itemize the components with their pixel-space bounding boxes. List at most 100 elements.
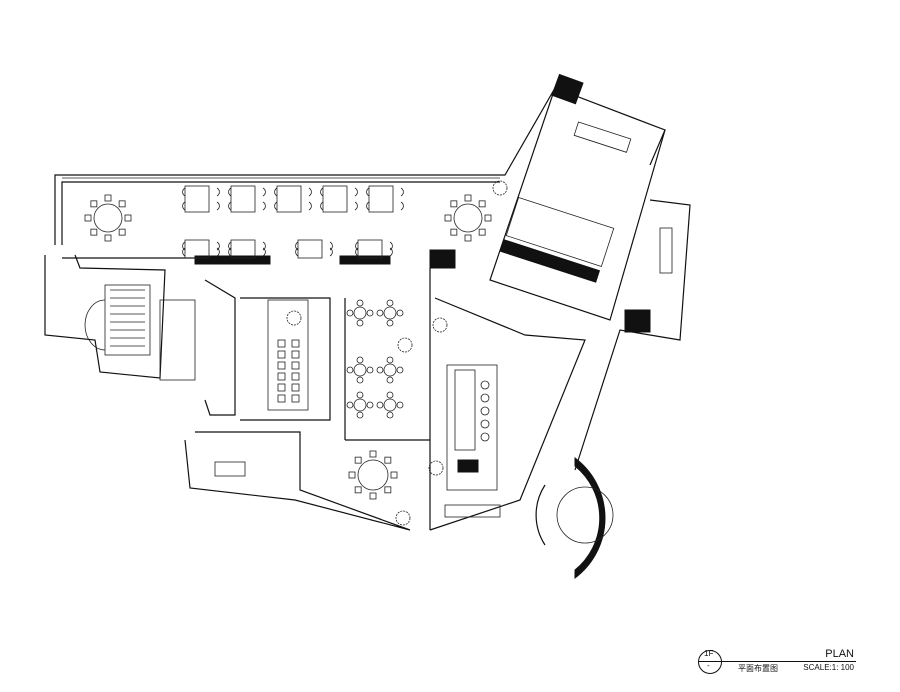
chair [386, 411, 394, 419]
round-table [93, 203, 123, 233]
chair [346, 366, 354, 374]
floor-tag: 1F [704, 649, 714, 658]
chair [400, 201, 404, 211]
chair [366, 366, 374, 374]
chair [277, 339, 286, 348]
round-table [357, 459, 389, 491]
dining-table [297, 239, 323, 259]
chair [291, 394, 300, 403]
chair [228, 201, 232, 211]
dining-table [184, 239, 210, 259]
plant [395, 510, 411, 526]
chair [346, 309, 354, 317]
chair [277, 394, 286, 403]
chair [400, 187, 404, 197]
chair [274, 201, 278, 211]
chair [390, 471, 398, 479]
chair [450, 200, 458, 208]
chair [228, 247, 232, 257]
chair [389, 247, 393, 257]
chair [228, 187, 232, 197]
chair [291, 361, 300, 370]
cafe-table [383, 306, 397, 320]
chair [118, 200, 126, 208]
title-block: 1F - PLAN 平面布置图 SCALE:1: 100 [698, 648, 858, 676]
chair [277, 372, 286, 381]
chair [369, 492, 377, 500]
floor-tag-circle [698, 650, 722, 674]
chair [291, 339, 300, 348]
chair [291, 372, 300, 381]
dining-table [184, 185, 210, 213]
floor-tag-line [698, 661, 720, 662]
chair [291, 350, 300, 359]
chair [182, 241, 186, 251]
chair [320, 201, 324, 211]
cafe-table [353, 363, 367, 377]
chair [277, 361, 286, 370]
chair [124, 214, 132, 222]
chair [216, 247, 220, 257]
chair [262, 247, 266, 257]
floor-sub: - [707, 661, 710, 670]
chair [291, 383, 300, 392]
chair [118, 228, 126, 236]
chair [376, 309, 384, 317]
plant [428, 460, 444, 476]
chair [90, 228, 98, 236]
chair [376, 401, 384, 409]
chair [348, 471, 356, 479]
plant [397, 337, 413, 353]
chair [384, 486, 392, 494]
chair [104, 234, 112, 242]
chair [386, 299, 394, 307]
chair [450, 228, 458, 236]
chair [320, 187, 324, 197]
chair [104, 194, 112, 202]
title-underline [720, 661, 856, 662]
plant [286, 310, 302, 326]
drawing-scale: SCALE:1: 100 [803, 663, 854, 672]
dining-table [230, 185, 256, 213]
chair [182, 201, 186, 211]
round-table [453, 203, 483, 233]
chair [262, 187, 266, 197]
chair [478, 228, 486, 236]
chair [216, 241, 220, 251]
chair [386, 376, 394, 384]
chair [90, 200, 98, 208]
chair [366, 187, 370, 197]
chair [366, 309, 374, 317]
chair [277, 383, 286, 392]
furniture [84, 180, 508, 526]
chair [384, 456, 392, 464]
plant [432, 317, 448, 333]
chair [356, 356, 364, 364]
chair [262, 241, 266, 251]
chair [354, 486, 362, 494]
chair [354, 456, 362, 464]
chair [369, 450, 377, 458]
chair [356, 391, 364, 399]
chair [355, 247, 359, 257]
chair [329, 247, 333, 257]
chair [228, 241, 232, 251]
chair [308, 201, 312, 211]
chair [396, 366, 404, 374]
chair [295, 247, 299, 257]
bar-stool [480, 432, 490, 442]
chair [396, 309, 404, 317]
chair [274, 187, 278, 197]
chair [346, 401, 354, 409]
chair [386, 319, 394, 327]
chair [356, 299, 364, 307]
dining-table [230, 239, 256, 259]
plant [492, 180, 508, 196]
cafe-table [353, 306, 367, 320]
chair [366, 401, 374, 409]
bar-stool [480, 406, 490, 416]
chair [356, 376, 364, 384]
chair [389, 241, 393, 251]
